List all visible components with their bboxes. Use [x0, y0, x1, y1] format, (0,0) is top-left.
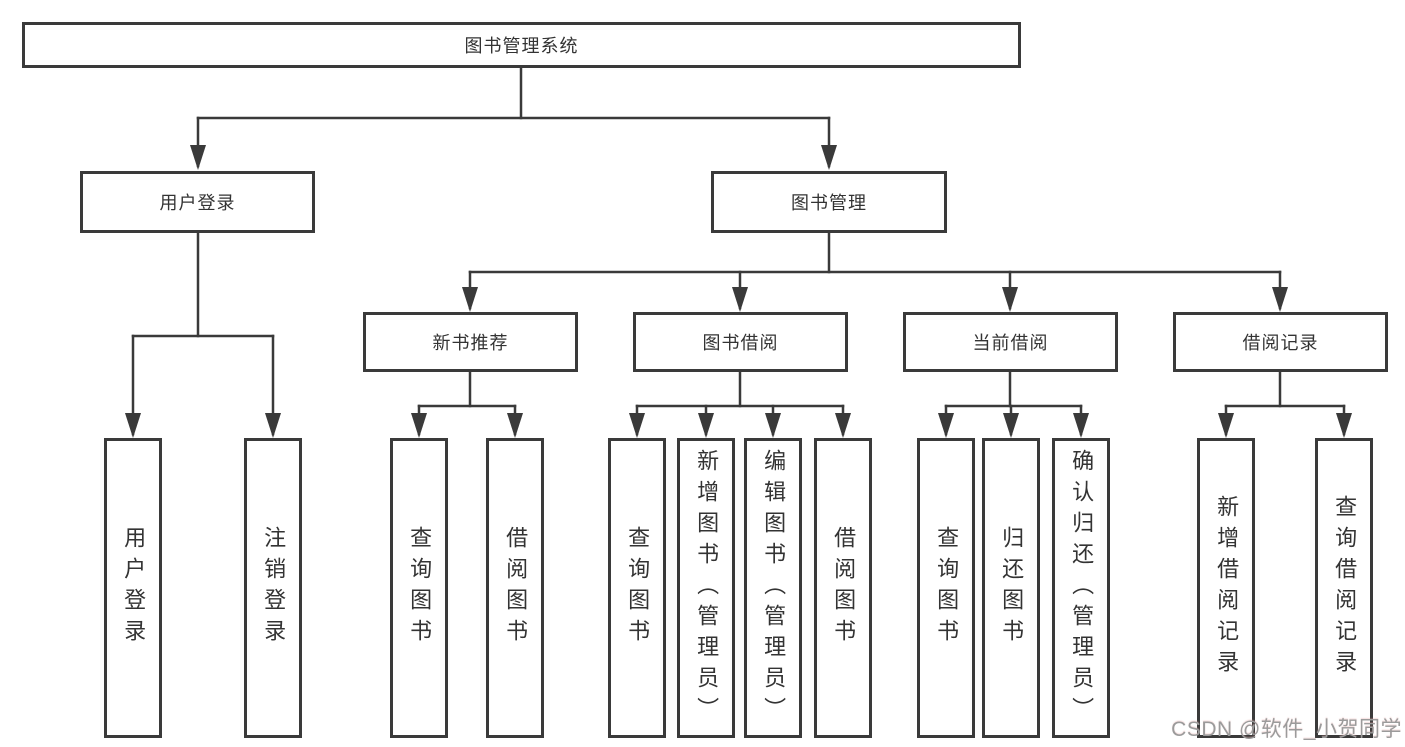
node-label: 新增借阅记录: [1214, 495, 1240, 681]
node-label: 图书管理系统: [464, 36, 579, 56]
node-label: 新增图书（管理员）: [694, 448, 720, 728]
leaf-query-borrow-record: 查询借阅记录: [1315, 438, 1373, 738]
leaf-return-book: 归还图书: [982, 438, 1040, 738]
leaf-user-login: 用户登录: [104, 438, 162, 738]
node-label: 借阅记录: [1242, 333, 1319, 353]
leaf-logout: 注销登录: [244, 438, 302, 738]
node-library-management-system: 图书管理系统: [22, 22, 1021, 68]
leaf-query-books-current: 查询图书: [917, 438, 975, 738]
node-label: 编辑图书（管理员）: [761, 448, 787, 728]
leaf-confirm-return-admin: 确认归还（管理员）: [1052, 438, 1110, 738]
node-book-borrowing: 图书借阅: [633, 312, 848, 372]
leaf-add-borrow-record: 新增借阅记录: [1197, 438, 1255, 738]
node-new-book-recommend: 新书推荐: [363, 312, 578, 372]
leaf-query-books-borrowing: 查询图书: [608, 438, 666, 738]
node-label: 图书借阅: [702, 333, 779, 353]
node-label: 图书管理: [791, 193, 867, 213]
leaf-query-books-recommend: 查询图书: [390, 438, 448, 738]
node-label: 确认归还（管理员）: [1069, 448, 1095, 728]
node-label: 归还图书: [999, 526, 1025, 650]
node-label: 注销登录: [261, 526, 287, 650]
node-label: 查询借阅记录: [1332, 495, 1358, 681]
node-borrow-records: 借阅记录: [1173, 312, 1388, 372]
node-label: 查询图书: [934, 526, 960, 650]
node-label: 用户登录: [159, 193, 236, 213]
node-current-borrowing: 当前借阅: [903, 312, 1118, 372]
leaf-borrow-books-borrowing: 借阅图书: [814, 438, 872, 738]
leaf-edit-book-admin: 编辑图书（管理员）: [744, 438, 802, 738]
leaf-add-book-admin: 新增图书（管理员）: [677, 438, 735, 738]
node-label: 新书推荐: [432, 333, 509, 353]
node-label: 查询图书: [625, 526, 651, 650]
node-label: 用户登录: [121, 526, 147, 650]
node-label: 借阅图书: [503, 526, 529, 650]
node-label: 查询图书: [407, 526, 433, 650]
node-book-management: 图书管理: [711, 171, 947, 233]
node-user-login: 用户登录: [80, 171, 315, 233]
leaf-borrow-books-recommend: 借阅图书: [486, 438, 544, 738]
node-label: 当前借阅: [972, 333, 1049, 353]
node-label: 借阅图书: [831, 526, 857, 650]
